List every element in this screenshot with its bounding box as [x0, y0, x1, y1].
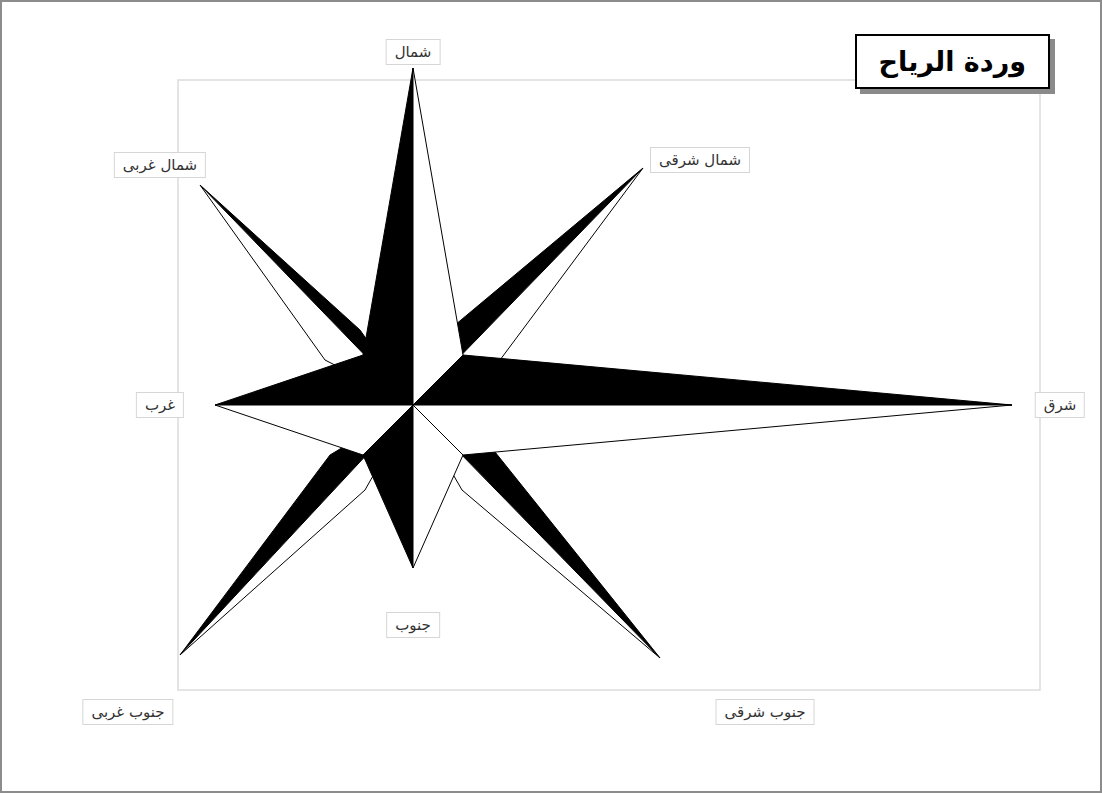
direction-label: غرب — [136, 392, 184, 418]
direction-label: شرق — [1035, 392, 1085, 418]
inner-panel — [178, 80, 1040, 690]
title: وردة الرياح — [855, 34, 1050, 89]
direction-label: شمال شرقى — [650, 147, 750, 173]
direction-label: شمال غربى — [114, 152, 206, 178]
direction-label: جنوب — [386, 612, 440, 638]
direction-label: شمال — [386, 39, 441, 65]
star-points — [180, 68, 1012, 658]
direction-label: جنوب شرقى — [716, 699, 815, 725]
direction-label: جنوب غربى — [82, 699, 173, 725]
